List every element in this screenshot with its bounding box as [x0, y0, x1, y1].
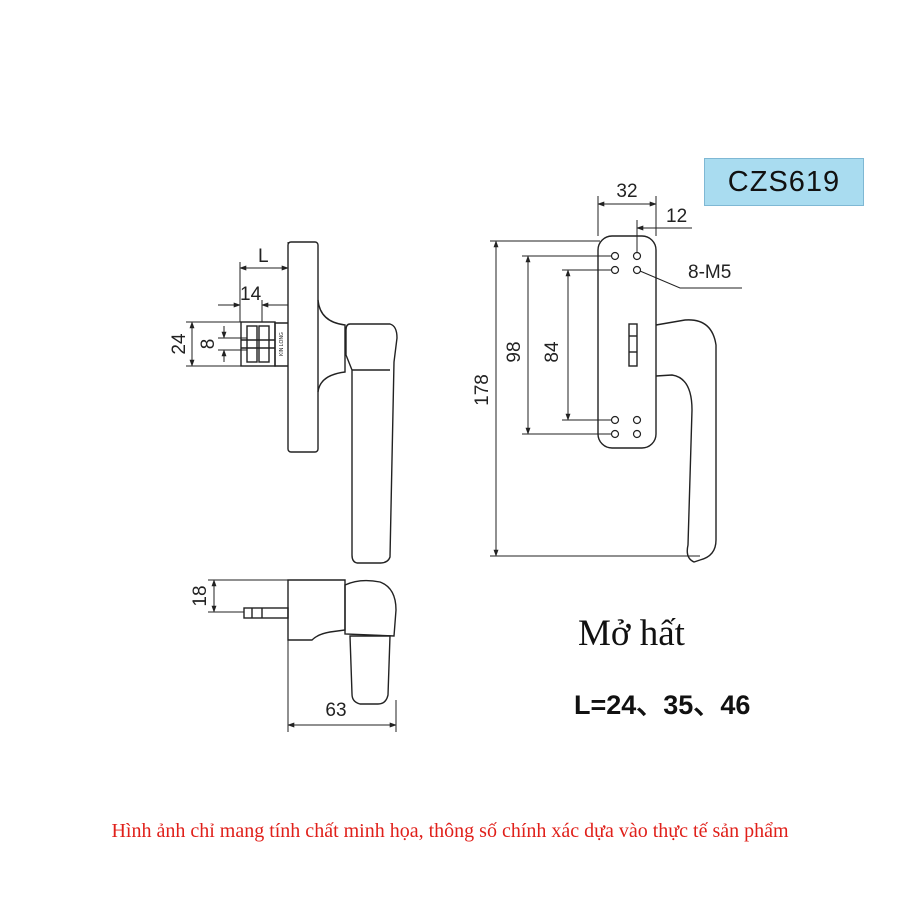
- side-base-plate: [287, 241, 319, 453]
- side-view: [240, 241, 398, 564]
- top-view: [243, 579, 397, 705]
- dim-L-label: L: [258, 246, 269, 267]
- screw-hole: [610, 415, 620, 425]
- front-dimensions: [490, 196, 742, 557]
- side-handle-grip: [345, 323, 398, 564]
- top-dimensions: [208, 579, 397, 732]
- dim-24-label: 24: [169, 333, 190, 355]
- screw-hole: [632, 251, 642, 261]
- brand-mark: KIN LONG: [279, 332, 285, 356]
- holes-leader: [639, 270, 742, 289]
- screw-hole: [610, 429, 620, 439]
- dim-18-label: 18: [190, 585, 211, 606]
- side-spindle-body: [240, 321, 276, 367]
- screw-hole: [632, 415, 642, 425]
- dim-63-label: 63: [325, 700, 346, 721]
- screw-hole: [632, 429, 642, 439]
- screw-hole: [632, 265, 642, 275]
- dim-84-label: 84: [542, 341, 563, 363]
- front-lever: [655, 319, 717, 563]
- front-base-plate: [597, 235, 657, 449]
- type-title: Mở hất: [578, 613, 685, 654]
- dim-holes-label: 8-M5: [688, 262, 731, 283]
- top-grip-body: [344, 579, 397, 637]
- top-base: [287, 579, 346, 641]
- model-badge: CZS619: [704, 158, 864, 206]
- top-lever-tip: [349, 635, 391, 705]
- dim-178-label: 178: [472, 374, 493, 406]
- top-spindle: [243, 607, 289, 619]
- screw-holes: [610, 251, 642, 439]
- dim-32-label: 32: [616, 181, 637, 202]
- dim-8-label: 8: [198, 339, 219, 350]
- screw-hole: [610, 251, 620, 261]
- screw-hole: [610, 265, 620, 275]
- length-spec: L=24、35、46: [574, 690, 751, 720]
- dim-12-label: 12: [666, 206, 687, 227]
- front-view: [597, 235, 717, 563]
- dim-98-label: 98: [504, 341, 525, 362]
- dim-14-label: 14: [240, 284, 262, 305]
- side-neck: [317, 299, 346, 393]
- disclaimer: Hình ảnh chỉ mang tính chất minh họa, th…: [111, 820, 789, 842]
- side-dimensions: [186, 242, 289, 367]
